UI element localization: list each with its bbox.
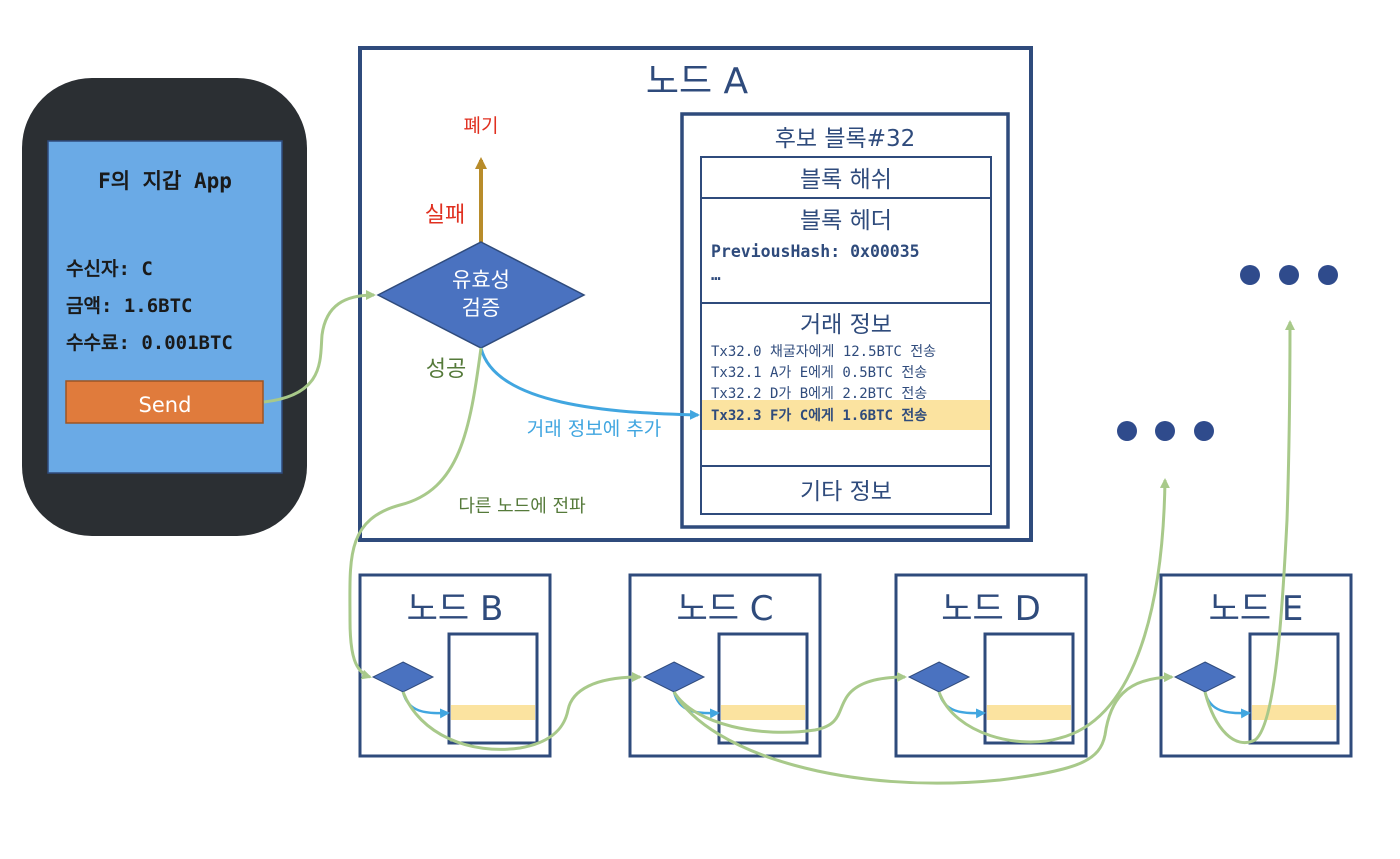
tx-row-0: Tx32.0 채굴자에게 12.5BTC 전송: [711, 344, 936, 360]
tx-row-3: Tx32.3 F가 C에게 1.6BTC 전송: [711, 407, 927, 424]
propagate-label: 다른 노드에 전파: [458, 496, 586, 517]
tx-row-2: Tx32.2 D가 B에게 2.2BTC 전송: [711, 386, 927, 402]
more-nodes-dots-lower: [1117, 421, 1214, 441]
tx-info-box: [700, 302, 992, 467]
dot-icon: [1318, 265, 1338, 285]
node-e-tx-highlight: [1252, 705, 1336, 720]
node-d-tx-highlight: [987, 705, 1071, 720]
node-b-title: 노드 B: [407, 589, 504, 629]
send-button-label: Send: [139, 393, 192, 417]
block-header-box: [700, 197, 992, 304]
validation-label-line1: 유효성: [452, 268, 510, 292]
block-header-label: 블록 헤더: [800, 208, 892, 234]
wallet-fee: 수수료: 0.001BTC: [66, 332, 233, 354]
node-b-tx-highlight: [451, 705, 535, 720]
candidate-block-title: 후보 블록#32: [775, 126, 916, 152]
dot-icon: [1194, 421, 1214, 441]
node-e: 노드 E: [1159, 573, 1353, 758]
node-a-to-node-b-arrow: [348, 347, 483, 680]
wallet-recipient: 수신자: C: [66, 258, 153, 280]
node-c-title: 노드 C: [676, 589, 773, 629]
node-c-to-node-d-arrow: [672, 672, 907, 734]
fail-label: 실패: [425, 203, 465, 228]
dot-icon: [1117, 421, 1137, 441]
node-c-tx-highlight: [721, 705, 805, 720]
dot-icon: [1279, 265, 1299, 285]
node-d-to-network-arrow: [937, 478, 1170, 744]
send-button[interactable]: [65, 380, 264, 424]
send-to-node-a-arrow: [263, 290, 376, 404]
wallet-amount: 금액: 1.6BTC: [66, 295, 192, 317]
add-tx-arrow: [479, 347, 700, 420]
node-d-block: [983, 632, 1075, 745]
success-label: 성공: [426, 357, 466, 382]
node-b-to-node-c-arrow: [401, 672, 642, 751]
node-e-to-network-arrow: [1203, 320, 1295, 744]
prev-hash-text: PreviousHash: 0x00035: [711, 242, 920, 261]
more-nodes-dots-upper: [1240, 265, 1338, 285]
node-a-title: 노드 A: [646, 61, 749, 102]
node-e-title: 노드 E: [1209, 589, 1304, 629]
tx-highlight: [702, 400, 990, 430]
node-c-to-node-e-arrow: [672, 672, 1174, 785]
node-a: 노드 A 폐기 실패 유효성 검증 성공 거래 정보에 추가 다른 노드에 전파…: [358, 46, 1033, 542]
wallet-phone: F의 지갑 App 수신자: C 금액: 1.6BTC 수수료: 0.001BT…: [22, 78, 307, 536]
node-b: 노드 B: [358, 573, 552, 758]
dot-icon: [1155, 421, 1175, 441]
node-d: 노드 D: [894, 573, 1088, 758]
candidate-block: 후보 블록#32 블록 해쉬 블록 헤더 PreviousHash: 0x000…: [680, 112, 1010, 529]
add-tx-label: 거래 정보에 추가: [527, 418, 661, 440]
node-d-title: 노드 D: [941, 589, 1041, 629]
dot-icon: [1240, 265, 1260, 285]
block-hash-box: [700, 156, 992, 199]
block-hash-label: 블록 해쉬: [800, 167, 892, 193]
node-c-block: [717, 632, 809, 745]
propagation-arrows: [263, 290, 1295, 785]
wallet-title: F의 지갑 App: [98, 169, 232, 193]
tx-info-label: 거래 정보: [800, 312, 892, 338]
discard-label: 폐기: [464, 115, 499, 137]
header-ellipsis: …: [711, 265, 721, 284]
node-c: 노드 C: [628, 573, 822, 758]
other-info-label: 기타 정보: [800, 479, 892, 505]
tx-row-1: Tx32.1 A가 E에게 0.5BTC 전송: [711, 365, 927, 381]
node-b-block: [447, 632, 539, 745]
other-info-box: [700, 465, 992, 515]
validation-label-line2: 검증: [462, 296, 501, 320]
